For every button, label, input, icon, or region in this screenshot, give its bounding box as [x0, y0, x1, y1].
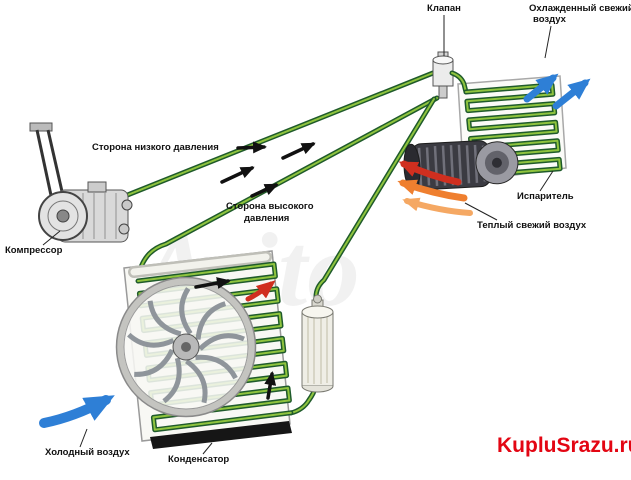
fan-guard-ring — [115, 276, 257, 418]
leader-lines — [42, 15, 554, 455]
receiver-drier — [301, 294, 334, 393]
label-low-pressure-side: Сторона низкого давления — [92, 142, 219, 153]
label-cooled-air: воздух — [533, 14, 567, 25]
hot-air-arrow — [245, 280, 276, 302]
label-cold-air: Холодный воздух — [45, 447, 130, 458]
flow-arrow — [250, 183, 279, 198]
compressor-fitting — [87, 181, 107, 193]
label-high-pressure-side: Сторона высокого — [226, 201, 314, 212]
label-compressor: Компрессор — [5, 245, 63, 256]
drive-belt — [35, 129, 54, 201]
label-condenser: Конденсатор — [168, 454, 229, 465]
flow-arrow — [281, 142, 316, 160]
compressor — [29, 122, 133, 243]
compressor-port — [121, 199, 133, 211]
labels: Клапан Охлажденный свежий воздух Сторона… — [5, 3, 631, 465]
condenser-base — [150, 421, 292, 449]
expansion-valve — [432, 51, 454, 99]
label-evaporator: Испаритель — [517, 191, 574, 202]
watermark-site: KupluSrazu.ru — [497, 434, 631, 457]
receiver-sight-glass — [313, 294, 322, 304]
warm-air-arrow — [397, 179, 468, 202]
label-cooled-air: Охлажденный свежий — [529, 3, 631, 14]
condenser-fan — [115, 276, 257, 418]
fan-blades — [127, 287, 245, 404]
air-arrows — [39, 73, 591, 428]
compressor-port — [118, 223, 130, 235]
flow-arrow — [220, 166, 255, 184]
flow-arrows — [194, 141, 316, 400]
label-warm-air: Теплый свежий воздух — [477, 220, 587, 231]
cooled-air-arrow — [523, 73, 559, 103]
flow-arrow — [194, 277, 231, 289]
cooled-air-arrow — [552, 78, 591, 110]
label-high-pressure-side: давления — [244, 213, 289, 224]
label-valve: Клапан — [427, 3, 461, 14]
warm-air-arrow — [398, 160, 462, 186]
belt-bracket — [29, 122, 53, 132]
flow-arrow — [236, 141, 267, 154]
cold-air-arrow — [39, 395, 115, 428]
warm-air-arrow — [402, 197, 473, 216]
flow-arrow — [264, 371, 277, 400]
